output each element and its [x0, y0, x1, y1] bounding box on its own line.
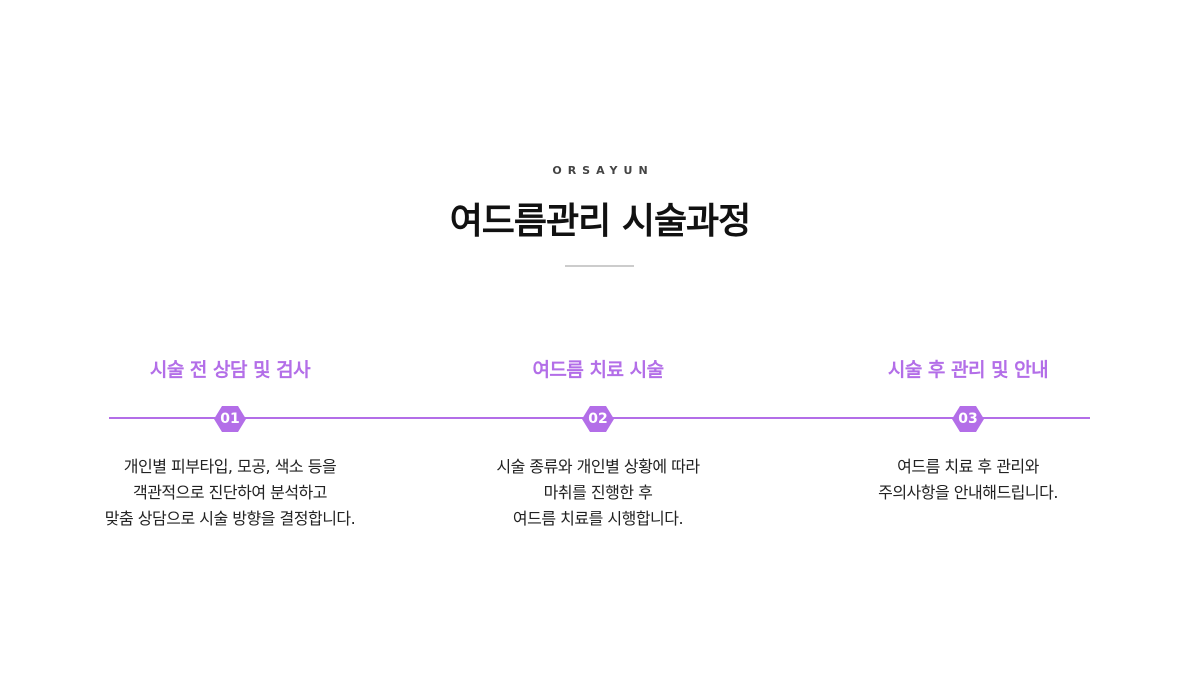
- step-number-badge: 02: [582, 406, 614, 432]
- process-step-3: 시술 후 관리 및 안내 03 여드름 치료 후 관리와 주의사항을 안내해드립…: [788, 355, 1148, 506]
- step-number-badge: 01: [214, 406, 246, 432]
- section-eyebrow: ORSAYUN: [552, 164, 654, 177]
- step-number-badge: 03: [952, 406, 984, 432]
- step-title: 시술 전 상담 및 검사: [149, 359, 311, 381]
- page-title: 여드름관리 시술과정: [449, 201, 752, 242]
- step-title: 여드름 치료 시술: [532, 359, 664, 381]
- process-step-1: 시술 전 상담 및 검사 01 개인별 피부타입, 모공, 색소 등을 객관적으…: [50, 355, 410, 532]
- process-step-2: 여드름 치료 시술 02 시술 종류와 개인별 상황에 따라 마취를 진행한 후…: [418, 355, 778, 532]
- step-title: 시술 후 관리 및 안내: [887, 359, 1049, 381]
- title-divider: [565, 265, 634, 267]
- step-description: 시술 종류와 개인별 상황에 따라 마취를 진행한 후 여드름 치료를 시행합니…: [496, 457, 700, 528]
- step-description: 여드름 치료 후 관리와 주의사항을 안내해드립니다.: [878, 457, 1058, 502]
- step-description: 개인별 피부타입, 모공, 색소 등을 객관적으로 진단하여 분석하고 맞춤 상…: [104, 457, 356, 528]
